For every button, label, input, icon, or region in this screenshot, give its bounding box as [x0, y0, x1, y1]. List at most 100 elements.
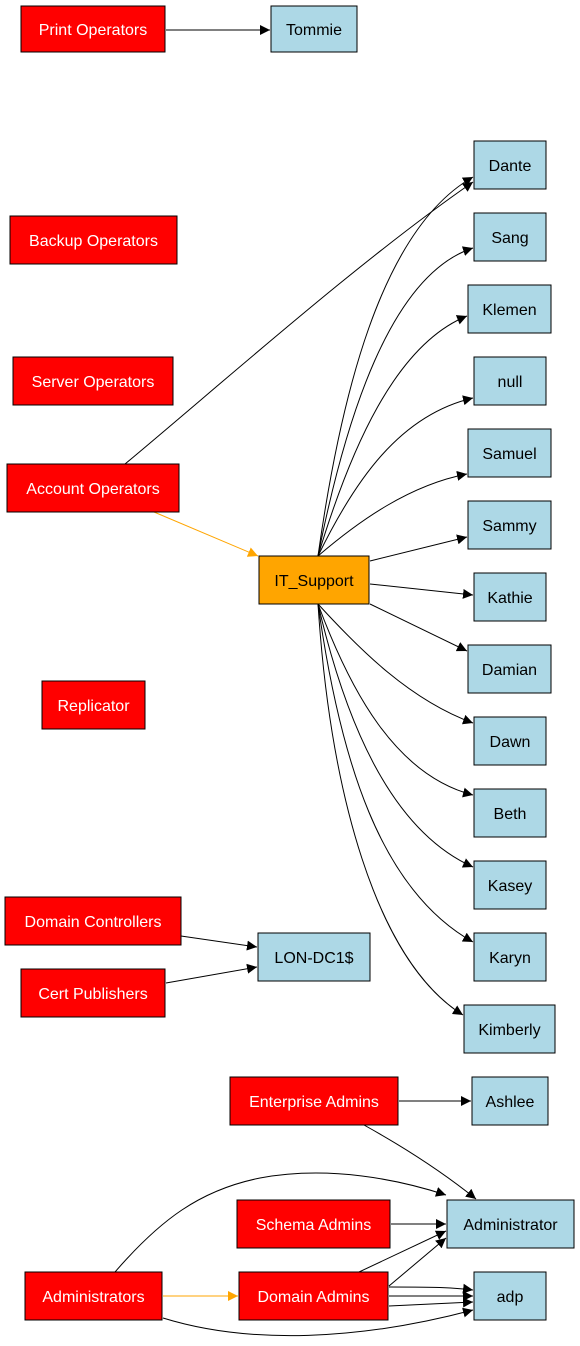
node-label-administrator: Administrator [463, 1217, 558, 1234]
edge-it-support-to-kimberly [317, 603, 464, 1016]
node-box-schema-admins [236, 1199, 391, 1249]
node-box-server-operators [12, 356, 174, 406]
node-box-damian [467, 644, 552, 694]
node-beth: Beth [473, 788, 547, 838]
edge-it-support-to-dawn [317, 603, 474, 725]
node-label-administrators: Administrators [42, 1289, 144, 1306]
node-server-operators: Server Operators [12, 356, 174, 406]
edge-domain-admins-to-adp-extra [388, 1283, 474, 1294]
node-box-sammy [467, 500, 552, 550]
edges [114, 25, 477, 1337]
node-dawn: Dawn [473, 716, 547, 766]
edge-domain-admins-to-administrator [388, 1237, 447, 1287]
node-enterprise-admins: Enterprise Admins [229, 1076, 399, 1126]
node-backup-operators: Backup Operators [9, 215, 178, 265]
node-adp: adp [473, 1271, 547, 1321]
node-label-karyn: Karyn [489, 950, 531, 967]
node-box-dante [473, 140, 547, 190]
edge-domain-admins-to-adp-extra [388, 1297, 474, 1308]
edge-domain-controllers-to-lon-dc1 [180, 935, 258, 951]
node-label-replicator: Replicator [57, 698, 130, 715]
node-label-null: null [498, 374, 523, 391]
node-samuel: Samuel [467, 428, 552, 478]
node-label-server-operators: Server Operators [32, 374, 155, 391]
node-account-operators: Account Operators [6, 463, 180, 513]
node-box-replicator [41, 680, 146, 730]
node-tommie: Tommie [270, 5, 358, 53]
edge-it-support-to-samuel [317, 470, 468, 557]
node-box-tommie [270, 5, 358, 53]
node-box-administrators [24, 1271, 163, 1321]
node-administrators: Administrators [24, 1271, 163, 1321]
edge-it-support-to-sammy [369, 534, 468, 562]
node-box-kathie [473, 572, 547, 622]
node-null: null [473, 356, 547, 406]
edge-it-support-to-kasey [317, 603, 474, 868]
node-box-kimberly [463, 1004, 556, 1054]
node-label-kasey: Kasey [488, 878, 532, 895]
node-dante: Dante [473, 140, 547, 190]
node-box-samuel [467, 428, 552, 478]
node-label-kathie: Kathie [487, 590, 532, 607]
node-box-ashlee [471, 1076, 549, 1126]
node-box-adp [473, 1271, 547, 1321]
node-cert-publishers: Cert Publishers [20, 968, 166, 1018]
edge-it-support-to-null [317, 395, 474, 557]
node-label-samuel: Samuel [482, 446, 536, 463]
edge-administrators-to-administrator [114, 1172, 447, 1273]
node-box-klemen [467, 284, 552, 334]
node-box-dawn [473, 716, 547, 766]
node-label-dawn: Dawn [490, 734, 531, 751]
node-it-support: IT_Support [258, 555, 370, 605]
edge-it-support-to-kathie [369, 583, 474, 599]
node-label-schema-admins: Schema Admins [256, 1217, 372, 1234]
edge-it-support-to-damian [369, 603, 468, 652]
node-box-kasey [473, 860, 547, 910]
node-domain-admins: Domain Admins [238, 1271, 389, 1321]
node-kathie: Kathie [473, 572, 547, 622]
node-label-kimberly: Kimberly [478, 1022, 540, 1039]
node-label-cert-publishers: Cert Publishers [38, 986, 147, 1003]
edge-account-operators-to-it-support [153, 511, 259, 557]
edge-it-support-to-sang [317, 246, 474, 557]
node-print-operators: Print Operators [20, 5, 166, 53]
node-box-print-operators [20, 5, 166, 53]
edge-account-operators-to-dante [124, 181, 474, 465]
node-label-it-support: IT_Support [274, 573, 354, 590]
node-label-print-operators: Print Operators [39, 22, 147, 39]
node-label-beth: Beth [494, 806, 527, 823]
node-box-beth [473, 788, 547, 838]
node-box-account-operators [6, 463, 180, 513]
node-box-sang [473, 212, 547, 262]
node-damian: Damian [467, 644, 552, 694]
node-box-cert-publishers [20, 968, 166, 1018]
node-box-lon-dc1 [257, 932, 371, 982]
edge-it-support-to-klemen [317, 315, 468, 557]
node-label-account-operators: Account Operators [26, 481, 159, 498]
node-domain-controllers: Domain Controllers [4, 896, 182, 946]
node-replicator: Replicator [41, 680, 146, 730]
node-label-klemen: Klemen [482, 302, 536, 319]
node-klemen: Klemen [467, 284, 552, 334]
node-label-dante: Dante [489, 158, 532, 175]
node-label-backup-operators: Backup Operators [29, 233, 158, 250]
node-lon-dc1: LON-DC1$ [257, 932, 371, 982]
node-sammy: Sammy [467, 500, 552, 550]
node-box-backup-operators [9, 215, 178, 265]
node-kimberly: Kimberly [463, 1004, 556, 1054]
edge-it-support-to-karyn [317, 603, 474, 943]
node-label-domain-controllers: Domain Controllers [25, 914, 162, 931]
edge-enterprise-admins-to-administrator [363, 1124, 477, 1200]
node-kasey: Kasey [473, 860, 547, 910]
node-administrator: Administrator [446, 1199, 575, 1249]
node-box-domain-admins [238, 1271, 389, 1321]
edge-domain-admins-to-administrator-extra [358, 1230, 447, 1273]
node-label-adp: adp [497, 1289, 524, 1306]
node-box-administrator [446, 1199, 575, 1249]
node-box-domain-controllers [4, 896, 182, 946]
edge-it-support-to-beth [317, 603, 474, 798]
node-sang: Sang [473, 212, 547, 262]
edge-administrators-to-adp [162, 1307, 474, 1337]
